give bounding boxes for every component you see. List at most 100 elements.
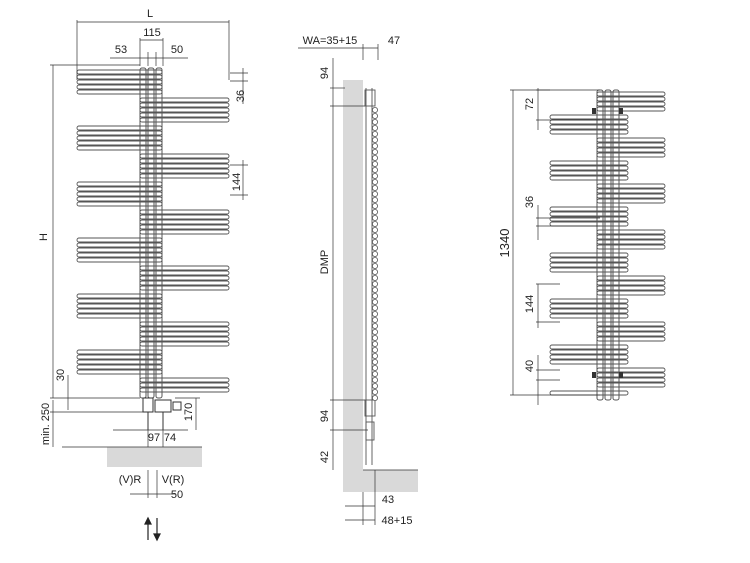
front-tube bbox=[76, 201, 163, 207]
right-tube bbox=[549, 170, 629, 176]
side-tube-circle bbox=[371, 196, 378, 203]
side-tube-circle bbox=[371, 328, 378, 335]
side-tube-circle bbox=[371, 310, 378, 317]
side-tube-circle bbox=[371, 274, 378, 281]
front-tube bbox=[139, 331, 230, 337]
right-tube bbox=[549, 160, 629, 166]
front-tube bbox=[139, 336, 230, 342]
front-tube bbox=[139, 265, 230, 271]
side-tube-circle bbox=[371, 340, 378, 347]
right-tube bbox=[596, 234, 666, 240]
side-tube-circle bbox=[371, 136, 378, 143]
side-tube-circle bbox=[371, 364, 378, 371]
dim-50-bottom: 50 bbox=[171, 489, 183, 501]
dim-74: 74 bbox=[164, 432, 176, 444]
front-dim-lines bbox=[50, 20, 248, 498]
right-collectors bbox=[596, 89, 620, 401]
right-tube bbox=[596, 326, 666, 332]
side-tube-circle bbox=[371, 154, 378, 161]
dim-72: 72 bbox=[524, 98, 536, 110]
front-tube bbox=[76, 252, 163, 258]
front-tube bbox=[76, 145, 163, 151]
right-dim-lines bbox=[510, 88, 600, 405]
right-tube bbox=[596, 275, 666, 281]
front-tube-group bbox=[76, 69, 230, 393]
front-tube bbox=[76, 313, 163, 319]
dim-47: 47 bbox=[388, 35, 400, 47]
front-tube bbox=[139, 214, 230, 220]
side-tube-circle bbox=[371, 148, 378, 155]
right-tube bbox=[596, 137, 666, 143]
right-tube bbox=[549, 119, 629, 125]
right-tube bbox=[596, 290, 666, 296]
front-tube bbox=[76, 69, 163, 75]
right-tube bbox=[549, 165, 629, 171]
side-tube-circle bbox=[371, 232, 378, 239]
right-tube bbox=[549, 267, 629, 273]
right-tube bbox=[549, 252, 629, 258]
right-tube bbox=[549, 308, 629, 314]
right-tube bbox=[549, 354, 629, 360]
front-tube bbox=[139, 275, 230, 281]
right-tube bbox=[596, 91, 666, 97]
front-tube bbox=[76, 354, 163, 360]
front-tube bbox=[76, 79, 163, 85]
dim-48-15: 48+15 bbox=[382, 515, 413, 527]
side-tube-circle bbox=[371, 316, 378, 323]
side-tube-circle bbox=[371, 119, 378, 126]
dim-42: 42 bbox=[319, 451, 331, 463]
right-tube bbox=[596, 367, 666, 373]
right-tube bbox=[549, 221, 629, 227]
side-tube-circle bbox=[371, 244, 378, 251]
right-tube bbox=[596, 280, 666, 286]
side-tube-circle bbox=[371, 268, 378, 275]
front-tube bbox=[76, 308, 163, 314]
right-tube bbox=[549, 349, 629, 355]
side-tube-circle bbox=[371, 125, 378, 132]
side-tube-circle bbox=[371, 256, 378, 263]
side-tube-circle bbox=[371, 250, 378, 257]
right-tube bbox=[596, 147, 666, 153]
right-tube bbox=[596, 244, 666, 250]
side-tube-circle bbox=[371, 166, 378, 173]
front-tube bbox=[139, 280, 230, 286]
dim-97: 97 bbox=[148, 432, 160, 444]
front-tube bbox=[76, 303, 163, 309]
front-tube bbox=[139, 326, 230, 332]
right-tube bbox=[596, 331, 666, 337]
front-floor bbox=[107, 447, 202, 467]
side-tube-circle bbox=[371, 202, 378, 209]
front-tube bbox=[139, 168, 230, 174]
front-tube bbox=[76, 196, 163, 202]
side-tube-circle bbox=[371, 190, 378, 197]
front-tube bbox=[76, 89, 163, 95]
right-tube bbox=[596, 193, 666, 199]
right-tube bbox=[596, 198, 666, 204]
right-tube bbox=[549, 303, 629, 309]
dim-144-right: 144 bbox=[524, 295, 536, 313]
side-tube-circle bbox=[371, 334, 378, 341]
side-tube-circle bbox=[371, 370, 378, 377]
front-tube bbox=[139, 224, 230, 230]
dim-wa: WA=35+15 bbox=[303, 35, 358, 47]
side-tube-circle bbox=[371, 113, 378, 120]
front-tube bbox=[76, 298, 163, 304]
side-radiator-body bbox=[364, 88, 376, 465]
right-tube bbox=[549, 344, 629, 350]
front-view: L 115 53 50 36 144 H 30 min. 250 170 97 … bbox=[38, 8, 248, 542]
side-tube-circle bbox=[371, 184, 378, 191]
side-tube-circle bbox=[371, 226, 378, 233]
dim-170: 170 bbox=[183, 403, 195, 421]
right-tube bbox=[596, 142, 666, 148]
front-tube bbox=[76, 364, 163, 370]
right-tube bbox=[596, 336, 666, 342]
front-tube bbox=[76, 237, 163, 243]
front-tube bbox=[139, 270, 230, 276]
dim-50-top: 50 bbox=[171, 44, 183, 56]
right-tube bbox=[549, 124, 629, 130]
dim-36-right: 36 bbox=[524, 196, 536, 208]
front-tube bbox=[76, 130, 163, 136]
side-tube-circle bbox=[371, 142, 378, 149]
front-tube bbox=[76, 84, 163, 90]
side-tube-circle bbox=[371, 298, 378, 305]
